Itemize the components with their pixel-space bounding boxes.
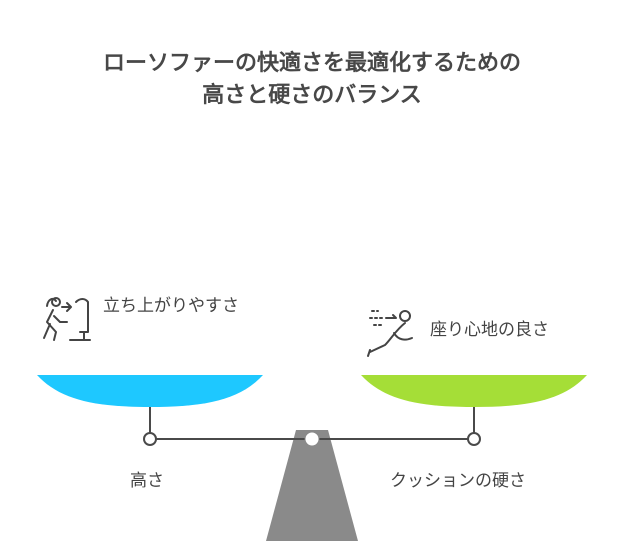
title-line-2: 高さと硬さのバランス xyxy=(202,83,422,108)
left-pan xyxy=(37,375,263,407)
left-benefit-label: 立ち上がりやすさ xyxy=(103,296,239,316)
left-factor-label: 高さ xyxy=(130,471,164,491)
fulcrum xyxy=(266,430,358,541)
pivot xyxy=(304,431,320,447)
left-joint xyxy=(143,432,157,446)
title-line-1: ローソファーの快適さを最適化するための xyxy=(102,51,521,76)
diagram-title: ローソファーの快適さを最適化するための 高さと硬さのバランス xyxy=(0,48,624,112)
reclining-person-relaxed-icon xyxy=(367,310,413,357)
right-pan xyxy=(361,375,587,407)
right-joint xyxy=(467,432,481,446)
person-standing-up-from-seat-icon xyxy=(43,297,91,341)
right-factor-label: クッションの硬さ xyxy=(390,471,526,491)
right-benefit-label: 座り心地の良さ xyxy=(430,320,549,340)
